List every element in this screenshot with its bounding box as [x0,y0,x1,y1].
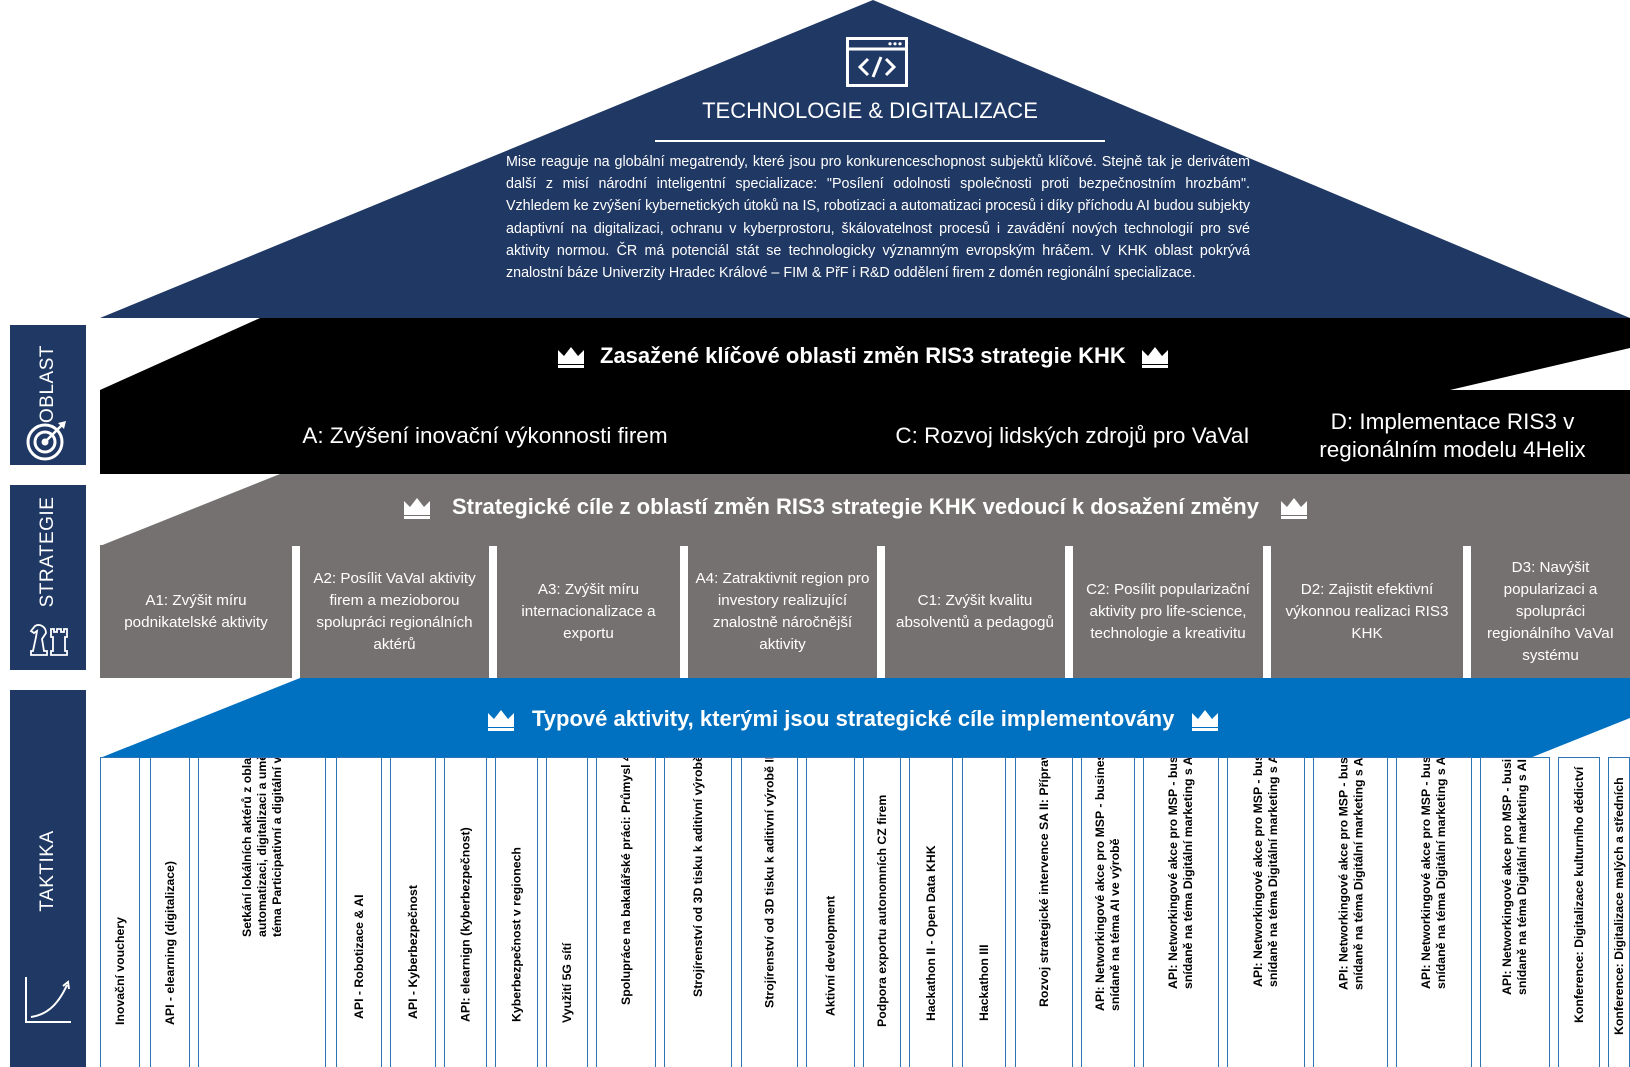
crown-icon [488,710,514,731]
tactic-activity: Strojírenství od 3D tisku k aditivní výr… [741,757,798,1067]
tactic-activity-label: API - Robotizace & AI [351,894,366,1019]
tactic-activity-label: Inovační vouchery [112,917,127,1025]
tactic-activity: Aktivní development [806,757,855,1067]
tactic-activity-label: API: Networkingové akce pro MSP - busine… [1500,757,1529,995]
chess-pieces-icon [29,624,68,656]
target-icon [26,421,66,461]
tactic-activity: API: elearnign (kyberbezpečnost) [444,757,487,1067]
tactic-activity-label: Spolupráce na bakalářské práci: Průmysl … [618,757,633,1005]
tactic-activity-label: Strojírenství od 3D tisku k aditivní výr… [690,757,705,997]
tactic-activity: API - Robotizace & AI [336,757,382,1067]
taktika-title-text: Typové aktivity, kterými jsou strategick… [532,706,1175,731]
tactic-activity-label: Rozvoj strategické intervence SA II: Pří… [1036,757,1051,1007]
tactic-activity: Inovační vouchery [100,757,140,1067]
tactic-activity: API: Networkingové akce pro MSP - busine… [1081,757,1135,1067]
tactic-activity: Hackathon III [962,757,1006,1067]
tactic-activity: API: Networkingové akce pro MSP - busine… [1313,757,1388,1067]
tactic-activity-label: API: Networkingové akce pro MSP - busine… [1093,757,1122,1011]
roof-title: TECHNOLOGIE & DIGITALIZACE [702,98,1038,123]
tactic-activity: Konference: Digitalizace malých a středn… [1608,757,1630,1067]
roof-divider [655,140,1105,142]
tactic-activity-label: Strojírenství od 3D tisku k aditivní výr… [762,757,776,1008]
crown-icon [1280,498,1307,519]
tactic-activity-label: API: Networkingové akce pro MSP - busine… [1166,757,1195,989]
taktika-title: Typové aktivity, kterými jsou strategick… [486,706,1220,732]
strategie-title-text: Strategické cíle z oblastí změn RIS3 str… [452,494,1259,519]
side-label-strategie-text: STRATEGIE [37,496,58,607]
tactic-activity: API - elearning (digitalizace) [150,757,190,1067]
tactic-activity: Konference: Digitalizace kulturního dědi… [1558,757,1600,1067]
strategy-goal-d3: D3: Navýšit popularizaci a spolupráci re… [1471,545,1630,678]
strategy-goal-c1: C1: Zvýšit kvalitu absolventů a pedagogů [885,545,1065,678]
tactic-activity: API: Networkingové akce pro MSP - busine… [1143,757,1219,1067]
roof-shape [100,0,1630,318]
tactic-activity-label: Konference: Digitalizace malých a středn… [1611,777,1626,1035]
tactic-activity: API - Kyberbezpečnost [390,757,436,1067]
code-window-icon [846,37,908,87]
tactic-activity-label: Konference: Digitalizace kulturního dědi… [1571,766,1586,1023]
roof-description: Mise reaguje na globální megatrendy, kte… [506,154,1250,282]
crown-icon [1141,347,1168,368]
tactic-activity-label: API - Kyberbezpečnost [405,885,420,1019]
oblast-cell-a: A: Zvýšení inovační výkonnosti firem [100,397,870,474]
tactic-activity: API: Networkingové akce pro MSP - busine… [1480,757,1550,1067]
oblast-title: Zasažené klíčové oblasti změn RIS3 strat… [556,343,1170,369]
tactic-activity-label: Setkání lokálních aktérů z oblasti VS k … [239,757,284,937]
tactic-activity: Podpora exportu autonomních CZ firem [863,757,901,1067]
strategy-goal-a2: A2: Posílit VaVaI aktivity firem a mezio… [300,545,489,678]
tactic-activity-label: API: Networkingové akce pro MSP - busine… [1419,757,1448,989]
taktika-band [100,678,1630,758]
crown-icon [1192,710,1219,731]
tactic-activity: API: Networkingové akce pro MSP - busine… [1227,757,1305,1067]
tactic-activity: Rozvoj strategické intervence SA II: Pří… [1015,757,1073,1067]
tactic-activity-label: Podpora exportu autonomních CZ firem [874,794,889,1027]
strategy-goal-a1: A1: Zvýšit míru podnikatelské aktivity [100,545,292,678]
crown-icon [558,347,584,368]
tactic-activity: Využití 5G sítí [546,757,588,1067]
growth-chart-icon [25,977,71,1023]
tactic-activity-label: API - elearning (digitalizace) [162,861,177,1025]
tactic-activity-label: Aktivní development [823,895,837,1016]
strategie-title: Strategické cíle z oblastí změn RIS3 str… [402,494,1309,520]
tactic-activity: Strojírenství od 3D tisku k aditivní výr… [664,757,732,1067]
oblast-cell-d: D: Implementace RIS3 v regionálním model… [1275,397,1630,474]
tactic-activity-label: Kyberbezpečnost v regionech [509,847,523,1022]
side-label-strategie: STRATEGIE [10,485,86,670]
strategy-goal-a3: A3: Zvýšit míru internacionalizace a exp… [497,545,680,678]
tactic-activity-label: Využití 5G sítí [559,942,574,1023]
side-label-taktika: TAKTIKA [10,690,86,1067]
side-label-oblast-text: OBLAST [37,344,58,423]
tactic-activity-label: API: Networkingové akce pro MSP - busine… [1335,757,1365,990]
crown-icon [404,498,430,519]
oblast-cell-c: C: Rozvoj lidských zdrojů pro VaVaI [880,397,1265,474]
tactic-activity-label: Hackathon II - Open Data KHK [923,845,938,1021]
strategy-goal-c2: C2: Posílit popularizační aktivity pro l… [1073,545,1263,678]
strategy-goal-d2: D2: Zajistit efektivní výkonnou realizac… [1271,545,1463,678]
side-label-oblast: OBLAST [10,325,86,465]
oblast-title-text: Zasažené klíčové oblasti změn RIS3 strat… [600,343,1126,368]
tactic-activity-label: API: Networkingové akce pro MSP - busine… [1251,757,1280,987]
tactic-activity: Hackathon II - Open Data KHK [909,757,953,1067]
strategy-goal-a4: A4: Zatraktivnit region pro investory re… [688,545,877,678]
strategie-band [100,474,1630,546]
tactic-activity: Setkání lokálních aktérů z oblasti VS k … [198,757,326,1067]
side-label-taktika-text: TAKTIKA [37,830,58,912]
tactic-activity: API: Networkingové akce pro MSP - busine… [1396,757,1472,1067]
tactic-activity: Kyberbezpečnost v regionech [495,757,538,1067]
tactic-activity-label: Hackathon III [976,944,991,1021]
tactic-activity-label: API: elearnign (kyberbezpečnost) [458,827,472,1022]
tactic-activity: Spolupráce na bakalářské práci: Průmysl … [596,757,656,1067]
